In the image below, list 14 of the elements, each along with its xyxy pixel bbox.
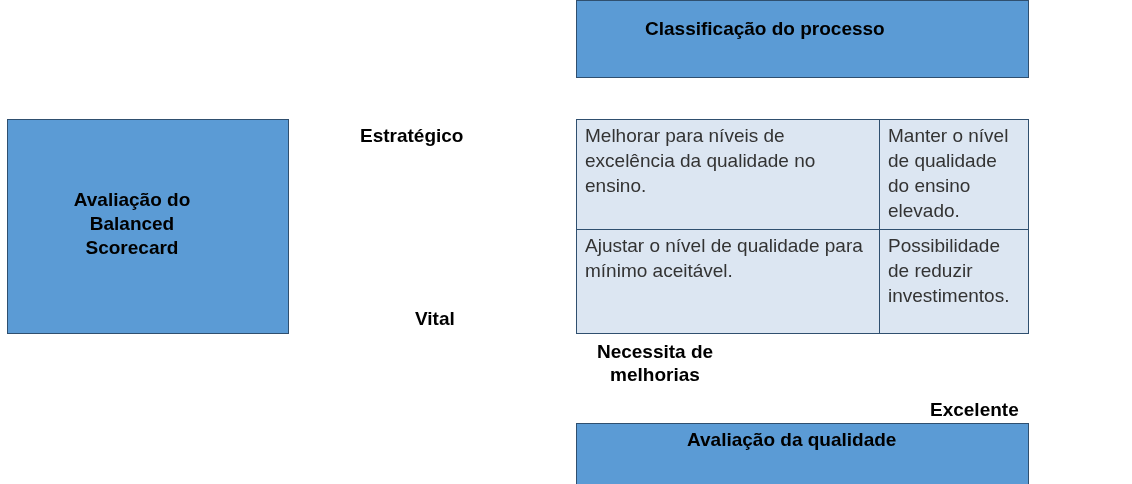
process-box [576, 423, 1029, 484]
box-title: Classificação do processo [645, 17, 885, 41]
matrix-cell: Possibilidade de reduzir investimentos. [879, 229, 1029, 334]
process-box [7, 119, 289, 334]
axis-label: Vital [415, 307, 456, 330]
box-title: Avaliação do Balanced Scorecard [72, 188, 192, 260]
matrix-cell: Manter o nível de qualidade do ensino elevado. [879, 119, 1029, 230]
axis-label: Necessita de melhorias [595, 340, 715, 386]
matrix-cell: Ajustar o nível de qualidade para mínimo aceitável. [576, 229, 880, 334]
box-title: Avaliação da qualidade [687, 428, 897, 452]
axis-label: Estratégico [360, 124, 465, 147]
process-box [576, 0, 1029, 78]
matrix-cell: Melhorar para níveis de excelência da qualidade no ensino. [576, 119, 880, 230]
axis-label: Excelente [930, 398, 1020, 421]
